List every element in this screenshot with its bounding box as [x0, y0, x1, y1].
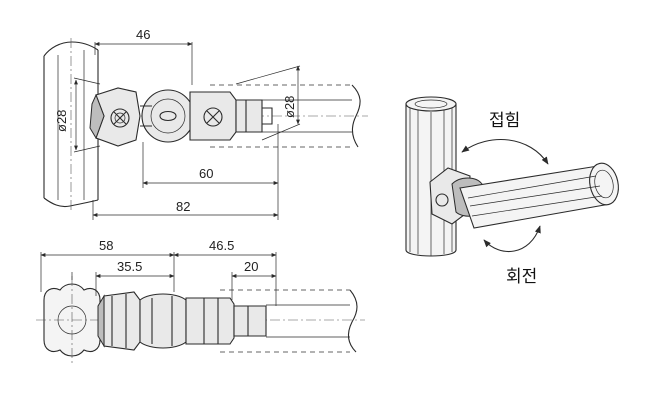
dim-bottom-d-label: 20 [244, 259, 258, 274]
dim-bottom-c-label: 46.5 [209, 238, 234, 253]
iso-tilted-pipe [459, 162, 619, 229]
rotate-label: 회전 [506, 267, 537, 287]
fold-arrow [461, 139, 549, 165]
dim-bottom-b: 35.5 [95, 259, 175, 296]
dim-length-b: 82 [92, 199, 279, 220]
dim-right-diameter-label: ø28 [282, 96, 297, 118]
dim-overall-width: 46 [94, 27, 193, 85]
rotate-arrow [483, 225, 541, 253]
isometric-view: 접힘 회전 [405, 96, 619, 287]
dim-bottom-d: 20 [231, 259, 277, 300]
dim-length-b-label: 82 [176, 199, 190, 214]
dim-left-diameter-label: ø28 [54, 110, 69, 132]
joint-clamp-right [189, 91, 273, 141]
bottom-joint [97, 291, 267, 351]
dim-bottom-c: 46.5 [173, 238, 277, 306]
dim-left-diameter: ø28 [54, 77, 101, 153]
dim-overall-width-label: 46 [136, 27, 150, 42]
bottom-horizontal-pipe [220, 289, 358, 353]
dim-length-a-label: 60 [199, 166, 213, 181]
bottom-view: 58 35.5 46.5 20 [36, 238, 365, 366]
dim-right-diameter: ø28 [235, 65, 301, 141]
dim-length-a: 60 [142, 124, 279, 220]
dim-bottom-b-label: 35.5 [117, 259, 142, 274]
joint-hinge-center [140, 89, 195, 143]
dim-bottom-a-label: 58 [99, 238, 113, 253]
top-view: 46 ø28 ø28 60 82 [43, 27, 368, 220]
fold-label: 접힘 [489, 111, 520, 131]
joint-clamp-left [89, 87, 141, 147]
vertical-pipe [43, 38, 99, 212]
dim-bottom-a: 58 [40, 238, 175, 292]
